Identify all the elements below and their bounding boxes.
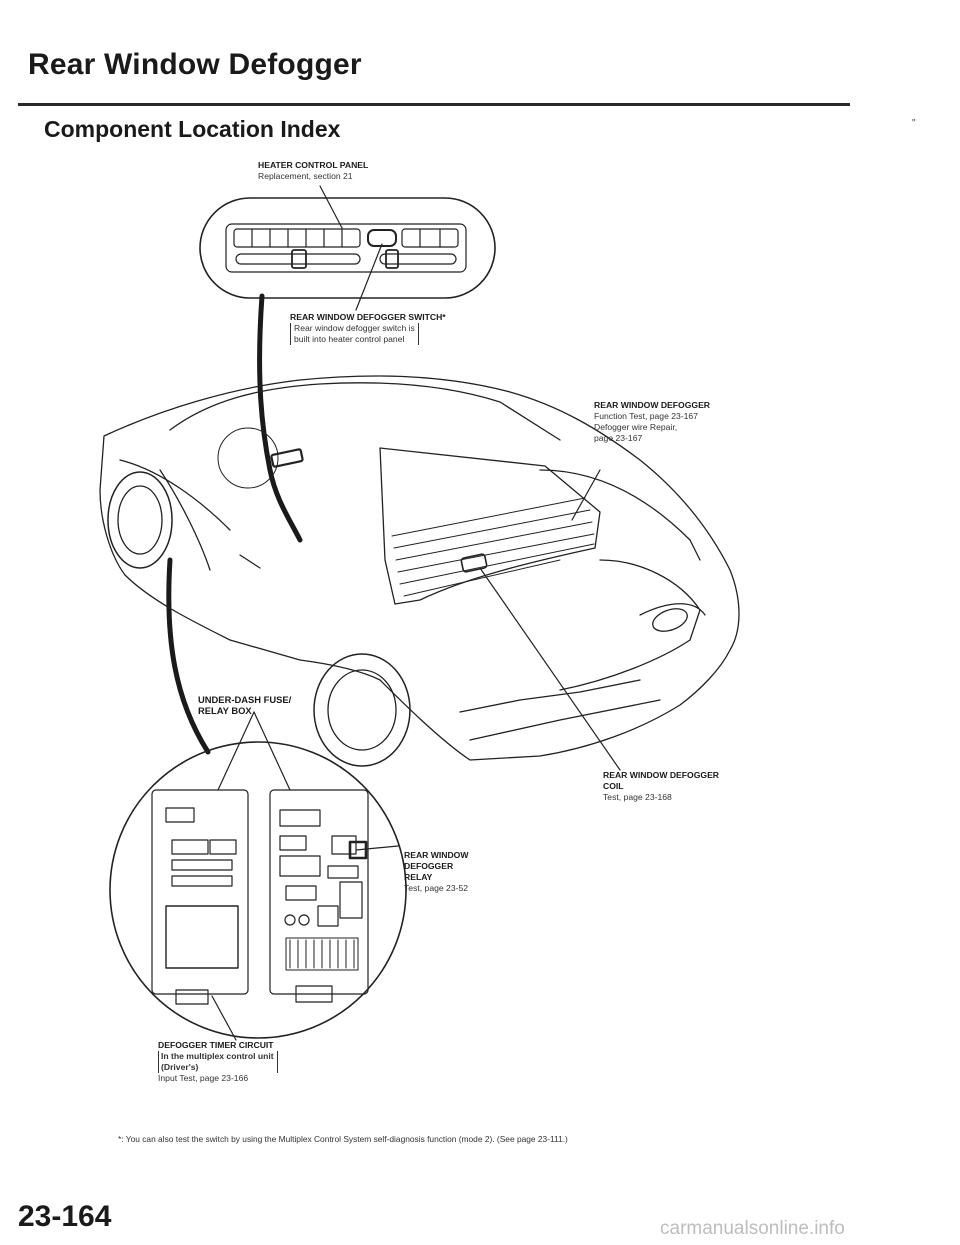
label-heater-control-panel: HEATER CONTROL PANEL Replacement, sectio… [258, 160, 369, 181]
label-defogger-switch: REAR WINDOW DEFOGGER SWITCH* Rear window… [290, 312, 446, 345]
title-rule [18, 103, 850, 106]
under-dash-fuse-box-callout [109, 711, 407, 1041]
label-defogger-relay: REAR WINDOW DEFOGGER RELAY Test, page 23… [404, 850, 469, 893]
label-under-dash-fuse-box: UNDER-DASH FUSE/ RELAY BOX [198, 694, 292, 716]
label-defogger-timer-circuit: DEFOGGER TIMER CIRCUIT In the multiplex … [158, 1040, 278, 1084]
footnote: *: You can also test the switch by using… [118, 1134, 568, 1144]
label-defogger-coil: REAR WINDOW DEFOGGER COIL Test, page 23-… [603, 770, 720, 802]
switch-note-bracket: Rear window defogger switch is built int… [290, 323, 419, 345]
stray-mark: " [912, 118, 916, 129]
section-title: Component Location Index [44, 116, 341, 142]
watermark: carmanualsonline.info [660, 1218, 845, 1239]
heater-control-panel-callout [199, 185, 496, 311]
car-illustration [99, 375, 740, 767]
page-number: 23-164 [18, 1200, 112, 1233]
timer-note-bracket: In the multiplex control unit (Driver's) [158, 1051, 278, 1073]
label-rear-window-defogger: REAR WINDOW DEFOGGER Function Test, page… [594, 400, 711, 443]
page-title: Rear Window Defogger [28, 48, 362, 81]
